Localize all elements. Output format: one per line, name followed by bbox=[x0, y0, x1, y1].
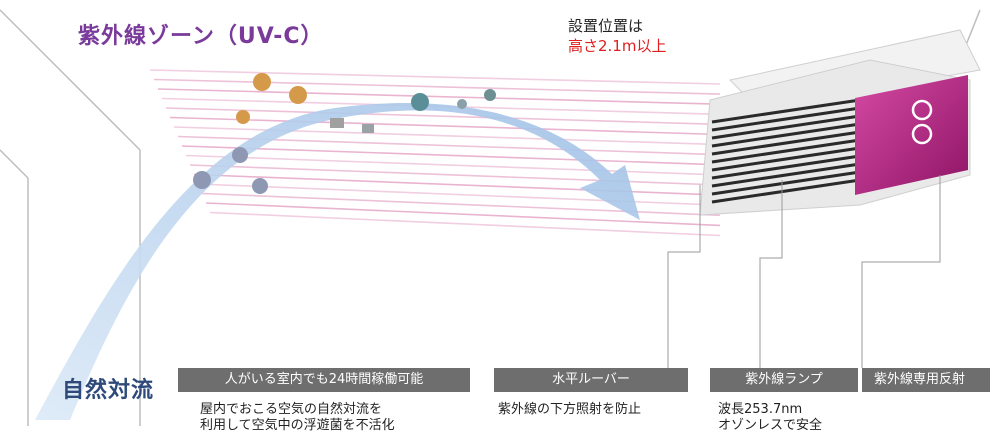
leader-lamp bbox=[759, 180, 783, 368]
label-horizontal-louver: 水平ルーバー bbox=[494, 368, 688, 392]
label-uv-lamp: 紫外線ランプ bbox=[710, 368, 858, 392]
uv-light-line bbox=[165, 107, 721, 126]
room-outline bbox=[0, 9, 981, 426]
uv-light-line bbox=[181, 145, 721, 166]
label-24h-operation: 人がいる室内でも24時間稼働可能 bbox=[178, 368, 470, 392]
leader-louver bbox=[667, 185, 701, 368]
label-uv-reflector: 紫外線専用反射 bbox=[862, 368, 990, 392]
virus-icon bbox=[193, 171, 211, 189]
louver-slat bbox=[711, 162, 861, 188]
install-note: 設置位置は 高さ2.1m以上 bbox=[568, 16, 666, 56]
leader-reflector bbox=[861, 175, 941, 368]
louver-slat bbox=[711, 138, 861, 164]
uv-fixture bbox=[699, 29, 981, 216]
bacteria-icon bbox=[289, 86, 307, 104]
virus-icon bbox=[252, 178, 268, 194]
louver-slat bbox=[711, 170, 861, 196]
uv-light-line bbox=[173, 126, 721, 146]
description-line: 紫外線の下方照射を防止 bbox=[498, 402, 642, 417]
uv-light-line bbox=[149, 69, 721, 85]
louver-slat bbox=[711, 98, 861, 124]
natural-convection-label: 自然対流 bbox=[62, 378, 155, 403]
uv-light-line bbox=[205, 202, 721, 227]
ceiling-edge-left bbox=[0, 9, 141, 151]
description-natural-convection: 屋内でおこる空気の自然対流を 利用して空気中の浮遊菌を不活化 bbox=[200, 402, 395, 434]
microbe-icons bbox=[193, 73, 496, 194]
uv-light-line bbox=[201, 192, 721, 217]
louver-slat bbox=[711, 114, 861, 140]
uv-light-line bbox=[193, 173, 721, 196]
virus-icon bbox=[232, 147, 248, 163]
uv-zone-title: 紫外線ゾーン（UV-C） bbox=[78, 24, 324, 49]
louver-slat bbox=[711, 122, 861, 148]
description-line: 利用して空気中の浮遊菌を不活化 bbox=[200, 418, 395, 433]
uv-light-line bbox=[169, 116, 721, 136]
louver-slat bbox=[711, 154, 861, 180]
description-lamp: 波長253.7nm オゾンレスで安全 bbox=[718, 402, 822, 434]
description-line: 屋内でおこる空気の自然対流を bbox=[200, 402, 383, 417]
louver-slat bbox=[711, 178, 861, 204]
install-height: 高さ2.1m以上 bbox=[568, 37, 667, 55]
uv-light-lines bbox=[149, 69, 721, 237]
uv-light-line bbox=[189, 164, 721, 186]
uv-light-line bbox=[197, 183, 721, 206]
dust-icon bbox=[330, 118, 344, 128]
door-frame-top bbox=[0, 149, 29, 179]
louver-slat bbox=[711, 146, 861, 172]
bacteria-icon bbox=[253, 73, 271, 91]
uv-light-line bbox=[157, 88, 721, 105]
horizontal-louver bbox=[711, 98, 861, 204]
uv-lamp-housing bbox=[855, 75, 968, 195]
virus-icon bbox=[411, 93, 429, 111]
description-louver: 紫外線の下方照射を防止 bbox=[498, 402, 641, 418]
louver-slat bbox=[711, 130, 861, 156]
bacteria-icon bbox=[236, 110, 250, 124]
spore-icon bbox=[484, 89, 496, 101]
description-line: 波長253.7nm bbox=[718, 402, 803, 417]
spore-icon bbox=[457, 99, 467, 109]
louver-slat bbox=[711, 106, 861, 132]
uv-light-line bbox=[153, 78, 721, 95]
uv-light-line bbox=[209, 211, 721, 237]
install-note-line1: 設置位置は bbox=[568, 17, 644, 35]
uv-lamp-icon bbox=[911, 123, 933, 145]
leader-lines bbox=[667, 175, 941, 368]
uv-light-line bbox=[185, 154, 721, 176]
uv-lamp-icon bbox=[911, 99, 933, 121]
dust-icon bbox=[362, 124, 374, 133]
description-line: オゾンレスで安全 bbox=[718, 418, 823, 433]
